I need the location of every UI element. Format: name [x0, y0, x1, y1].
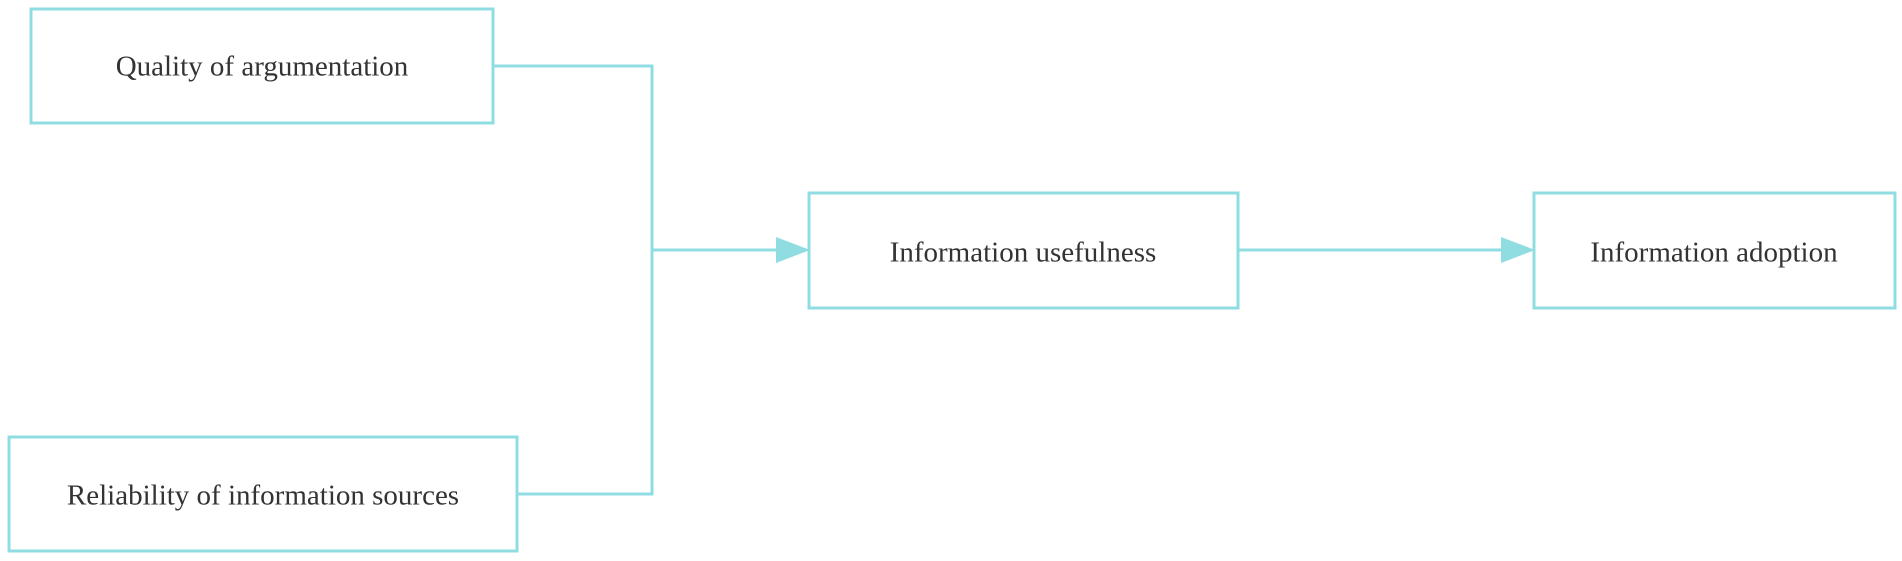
edge-quality-to-junction [493, 64, 654, 250]
arrowhead-usefulness [776, 237, 810, 263]
arrowhead-adoption [1501, 237, 1535, 263]
node-information-usefulness: Information usefulness [807, 191, 1240, 310]
node-quality-of-argumentation: Quality of argumentation [29, 7, 495, 125]
node-label: Information usefulness [890, 237, 1157, 269]
node-label: Quality of argumentation [116, 51, 409, 83]
node-label: Reliability of information sources [67, 480, 459, 512]
edge-reliability-to-junction [517, 250, 654, 496]
node-information-adoption: Information adoption [1532, 191, 1897, 310]
node-label: Information adoption [1590, 237, 1838, 269]
node-reliability-of-information-sources: Reliability of information sources [7, 435, 519, 553]
